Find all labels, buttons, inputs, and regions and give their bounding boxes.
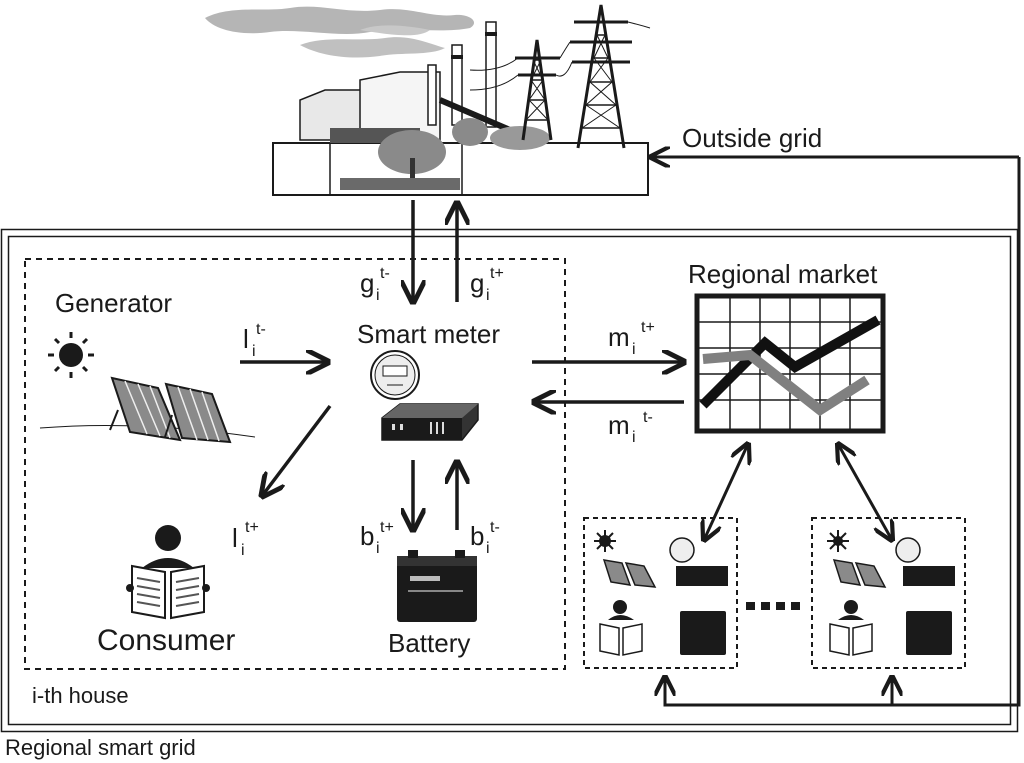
meter-to-consumer-arrow xyxy=(262,404,332,496)
ith-house-label: i-th house xyxy=(32,683,129,708)
svg-text:i: i xyxy=(632,341,636,358)
svg-text:l: l xyxy=(232,523,238,553)
outside-grid-label: Outside grid xyxy=(682,123,822,153)
solar-panel-icon xyxy=(39,376,256,444)
svg-text:i: i xyxy=(241,542,245,559)
consumer-icon xyxy=(126,525,210,620)
svg-text:t+: t+ xyxy=(245,519,259,536)
regional-smart-grid-label: Regional smart grid xyxy=(5,735,196,760)
market-house2-arrow xyxy=(704,444,748,540)
ellipsis-dots xyxy=(746,602,800,610)
svg-text:t+: t+ xyxy=(380,519,394,536)
smart-meter-label: Smart meter xyxy=(357,319,500,349)
m-minus-label: m i t- xyxy=(608,409,653,446)
other-house-2 xyxy=(811,517,966,669)
g-plus-label: g i t+ xyxy=(470,265,504,304)
svg-text:i: i xyxy=(376,540,380,557)
svg-text:b: b xyxy=(470,521,484,551)
svg-text:t-: t- xyxy=(490,519,500,536)
b-plus-label: b i t+ xyxy=(360,519,394,557)
regional-market-label: Regional market xyxy=(688,259,878,289)
svg-text:i: i xyxy=(486,540,490,557)
inverter-icon xyxy=(381,403,479,441)
m-plus-label: m i t+ xyxy=(608,319,655,358)
svg-text:m: m xyxy=(608,322,630,352)
svg-text:t-: t- xyxy=(256,321,266,338)
svg-text:m: m xyxy=(608,410,630,440)
svg-text:l: l xyxy=(243,324,249,354)
battery-icon xyxy=(397,550,477,622)
market-house3-arrow xyxy=(838,444,892,540)
transmission-tower-icon xyxy=(469,4,651,149)
svg-text:t-: t- xyxy=(380,265,390,282)
consumer-label: Consumer xyxy=(97,624,235,657)
power-plant-icon xyxy=(205,6,649,196)
svg-text:i: i xyxy=(632,429,636,446)
svg-text:g: g xyxy=(360,268,374,298)
market-chart-icon xyxy=(694,293,886,434)
smart-meter-icon xyxy=(370,350,420,400)
b-minus-label: b i t- xyxy=(470,519,500,557)
svg-text:g: g xyxy=(470,268,484,298)
l-plus-label: l i t+ xyxy=(232,519,259,559)
generator-label: Generator xyxy=(55,288,172,318)
other-house-1 xyxy=(583,517,738,669)
svg-text:b: b xyxy=(360,521,374,551)
g-minus-label: g i t- xyxy=(360,265,390,304)
svg-text:t+: t+ xyxy=(490,265,504,282)
l-minus-label: l i t- xyxy=(243,321,266,360)
sun-icon xyxy=(48,332,94,378)
svg-text:i: i xyxy=(486,287,490,304)
svg-text:i: i xyxy=(376,287,380,304)
svg-text:i: i xyxy=(252,343,256,360)
battery-label: Battery xyxy=(388,628,470,658)
svg-text:t+: t+ xyxy=(641,319,655,336)
house-dashed-box xyxy=(24,258,566,670)
ith-house-boundary xyxy=(7,235,1012,726)
svg-text:t-: t- xyxy=(643,409,653,426)
